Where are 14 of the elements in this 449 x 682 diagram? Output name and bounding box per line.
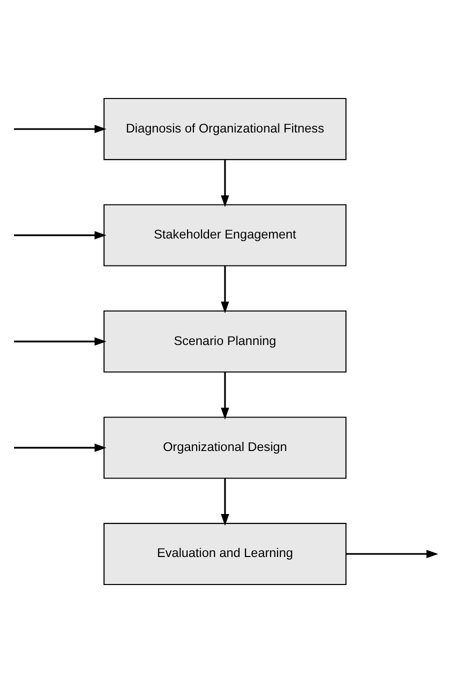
node-box: Organizational Design	[103, 416, 346, 478]
arrow	[220, 265, 229, 313]
arrow	[14, 124, 106, 133]
node-box: Stakeholder Engagement	[103, 204, 346, 266]
arrow	[14, 230, 106, 239]
arrow	[14, 336, 106, 346]
arrow	[220, 159, 229, 207]
arrow	[14, 443, 106, 452]
node-box: Evaluation and Learning	[103, 522, 346, 584]
arrow	[220, 372, 229, 420]
arrow	[220, 478, 229, 526]
arrow	[346, 549, 438, 558]
node-box: Diagnosis of Organizational Fitness	[103, 98, 346, 160]
node-box: Scenario Planning	[103, 310, 346, 372]
